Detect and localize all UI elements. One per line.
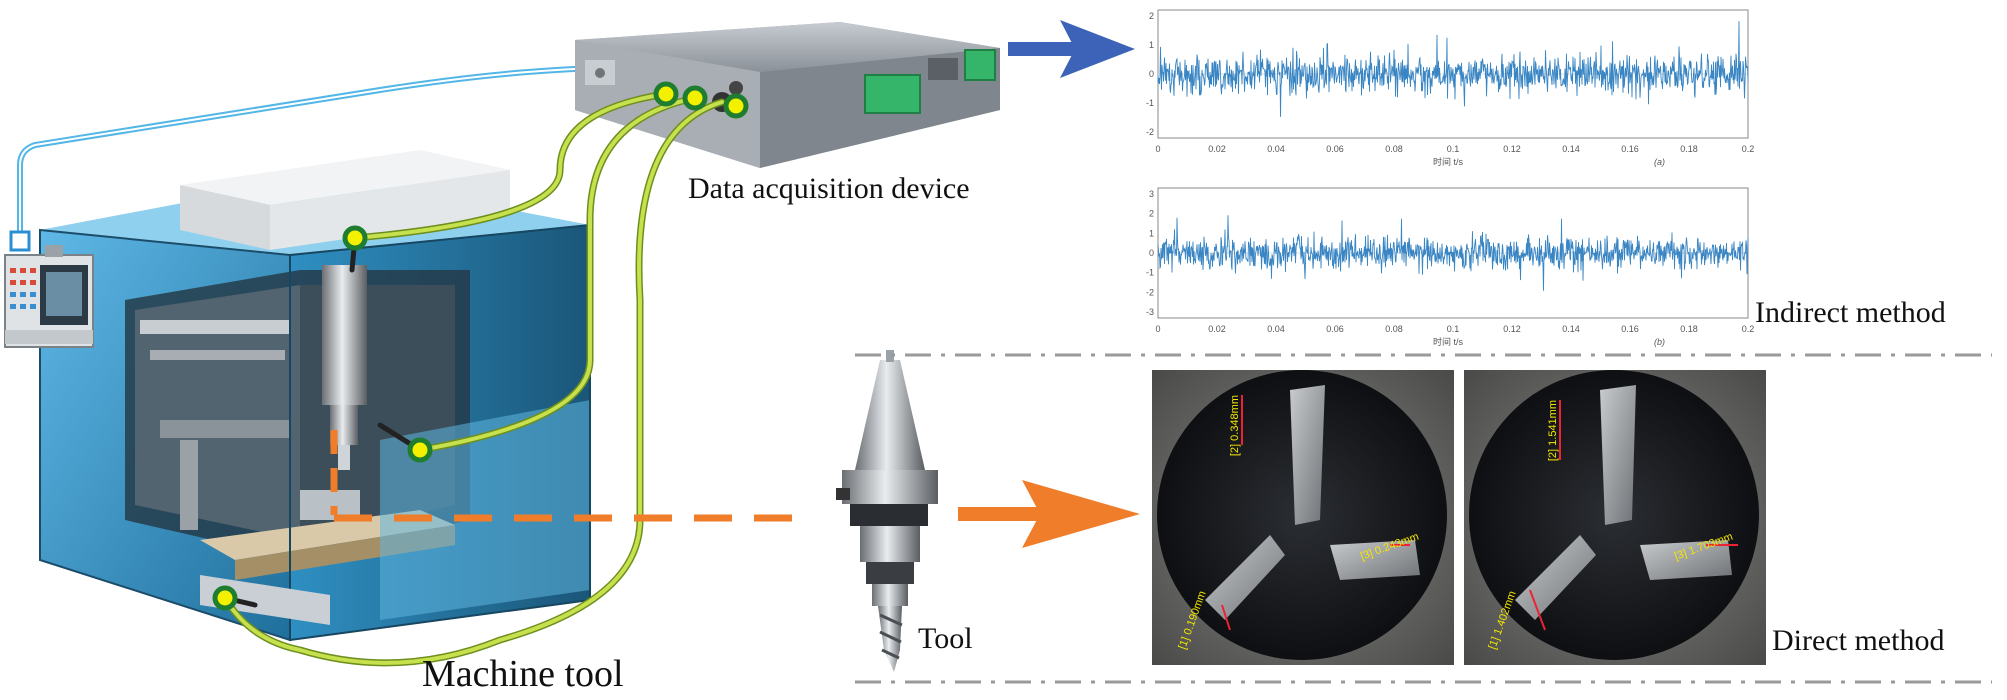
y-tick-label: 0 [1149,69,1154,79]
signal-plot-b: 3 2 1 0 -1 -2 -3 0 0.02 0.04 0.06 0.08 0.1 0.12 0.14 0… [1146,187,1755,347]
measurement-label: [2] 0.348mm [1229,395,1241,456]
plot-b-caption: (b) [1654,337,1665,347]
y-tick-label: -3 [1146,307,1154,317]
signal-trace-b [1157,215,1749,291]
signal-trace-a [1157,21,1749,117]
y-tick-label: 0 [1149,248,1154,258]
x-tick-label: 0.2 [1742,324,1755,334]
signal-plot-a: 2 1 0 -1 -2 0 0.02 0.04 0.06 0.08 0.1 0.12 0.14 0.16… [1146,9,1755,167]
y-tick-label: 2 [1149,209,1154,219]
x-tick-label: 0.18 [1680,324,1698,334]
tool-wear-photo-left: [2] 0.348mm [3] 0.243mm [1] 0.190mm [1152,370,1454,665]
plot-a-caption: (a) [1654,157,1665,167]
sensor-cables [221,90,726,667]
x-tick-label: 0 [1155,324,1160,334]
x-tick-label: 0.06 [1326,324,1344,334]
sensor-node [212,585,238,611]
tool-label: Tool [918,622,973,655]
x-tick-label: 0.02 [1208,144,1226,154]
y-tick-label: 2 [1149,11,1154,21]
x-tick-label: 0.16 [1621,144,1639,154]
sensor-nodes [212,81,749,611]
sensor-node [682,85,708,111]
x-tick-label: 0.12 [1503,324,1521,334]
sensor-node [342,225,368,251]
x-tick-label: 0 [1155,144,1160,154]
indirect-method-label: Indirect method [1755,296,1946,329]
control-panel [4,245,94,348]
x-tick-label: 0.18 [1680,144,1698,154]
y-tick-label: -2 [1146,287,1154,297]
measurement-label: [2] 1.541mm [1547,400,1559,461]
x-tick-label: 0.04 [1267,324,1285,334]
x-tick-label: 0.02 [1208,324,1226,334]
x-tick-label: 0.1 [1447,144,1460,154]
direct-method-label: Direct method [1772,624,1945,657]
x-tick-label: 0.06 [1326,144,1344,154]
x-tick-label: 0.2 [1742,144,1755,154]
y-tick-label: -2 [1146,127,1154,137]
machine-tool-illustration [4,150,591,642]
data-acquisition-label: Data acquisition device [688,172,970,205]
plot-b-xlabel: 时间 t/s [1433,336,1464,347]
arrow-to-indirect [1008,20,1135,78]
x-tick-label: 0.08 [1385,324,1403,334]
x-tick-label: 0.14 [1562,144,1580,154]
x-tick-label: 0.1 [1447,324,1460,334]
x-tick-label: 0.08 [1385,144,1403,154]
cutting-tool-illustration [836,350,938,672]
x-tick-label: 0.12 [1503,144,1521,154]
x-tick-label: 0.16 [1621,324,1639,334]
sensor-node [407,437,433,463]
y-tick-label: -1 [1146,98,1154,108]
x-tick-label: 0.04 [1267,144,1285,154]
arrow-to-direct [958,480,1140,548]
sensor-node [653,81,679,107]
tool-wear-photo-right: [2] 1.541mm [3] 1.703mm [1] 1.402mm [1464,370,1766,665]
sensor-node [723,93,749,119]
y-tick-label: 3 [1149,189,1154,199]
y-tick-label: 1 [1149,40,1154,50]
data-acquisition-device [575,22,1000,168]
y-tick-label: -1 [1146,268,1154,278]
machine-tool-label: Machine tool [422,653,624,695]
y-tick-label: 1 [1149,228,1154,238]
x-tick-label: 0.14 [1562,324,1580,334]
tool-path-dashes [330,430,810,522]
plot-a-xlabel: 时间 t/s [1433,156,1464,167]
